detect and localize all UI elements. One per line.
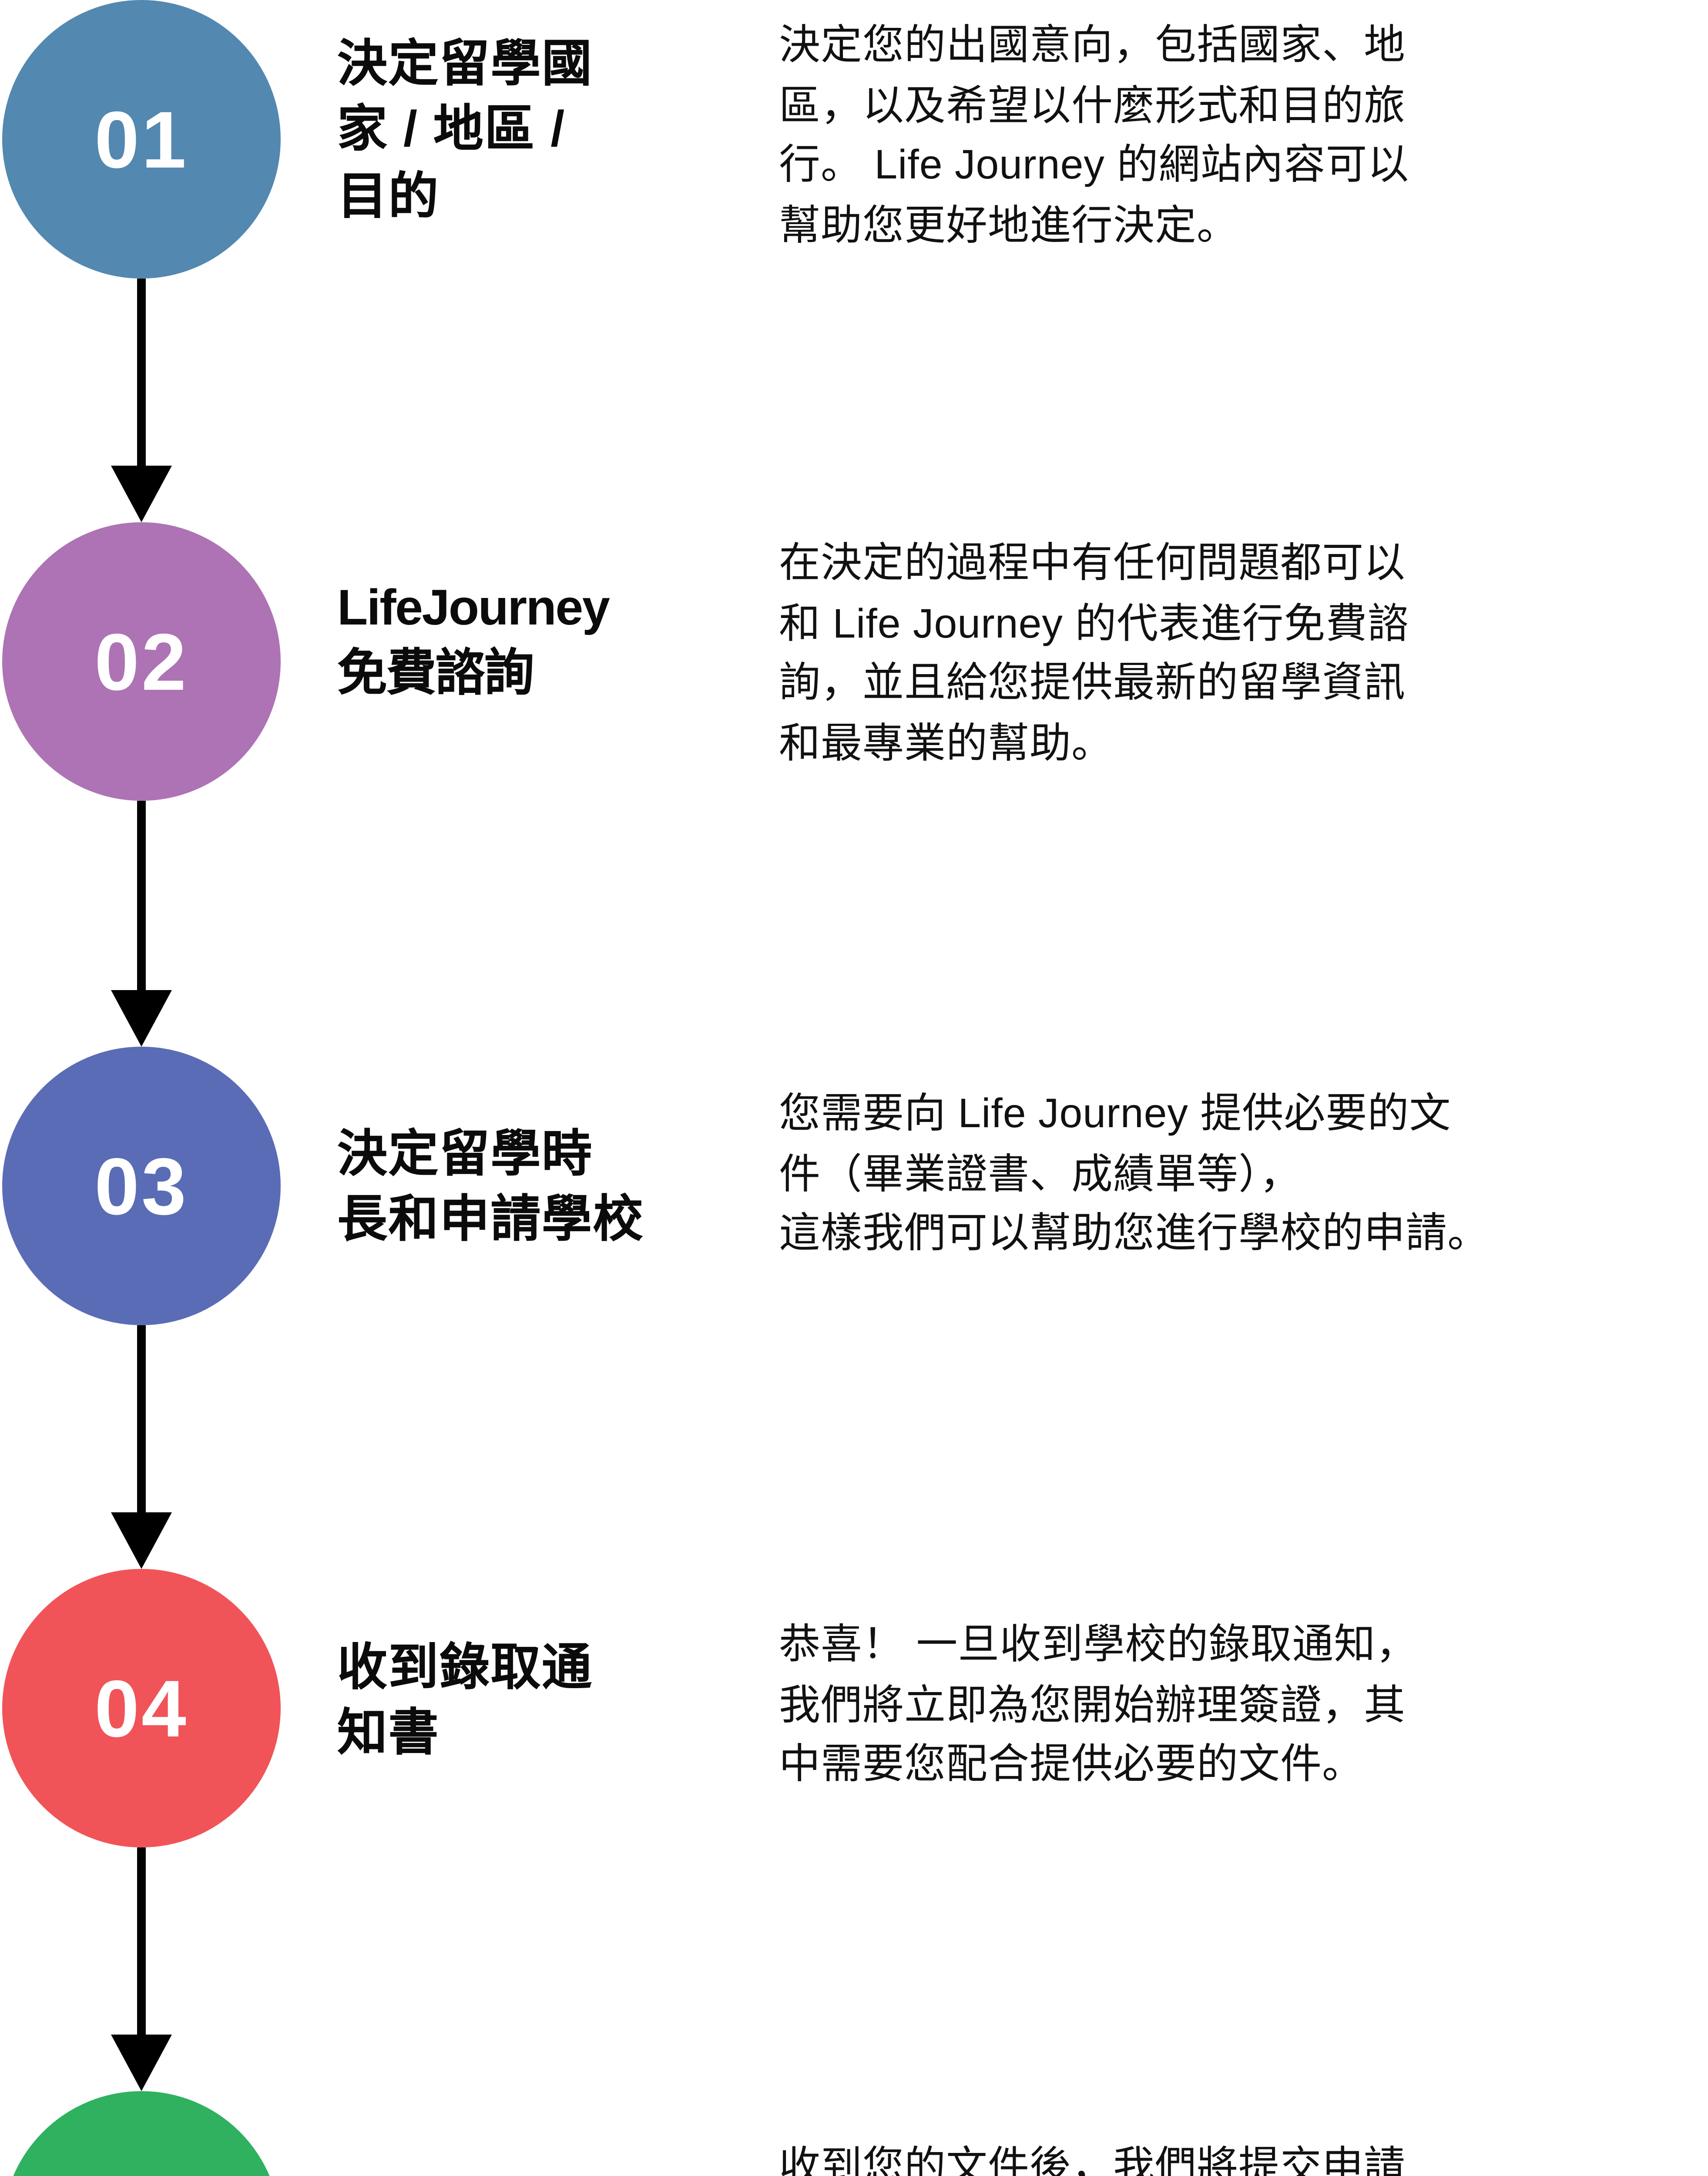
step-title-04: 收到錄取通 知書	[337, 1639, 593, 1761]
step-title-02: LifeJourney 免費諮詢	[337, 579, 610, 702]
connector-arrow-04-to-05	[111, 1847, 172, 2091]
arrow-shaft-icon	[137, 1847, 146, 2035]
connector-arrow-03-to-04	[111, 1325, 172, 1569]
step-description-02: 在決定的過程中有任何問題都可以 和 Life Journey 的代表進行免費諮 …	[779, 542, 1409, 769]
step-number-02: 02	[94, 617, 188, 706]
arrow-shaft-icon	[137, 279, 146, 466]
flow-step-05: 05 申請簽證 收到您的文件後，我們將提交申請 ，該過程需要一週到兩個月不等， …	[0, 2091, 1708, 2176]
circle-shape-02: 02	[2, 522, 281, 801]
connector-arrow-02-to-03	[111, 801, 172, 1047]
flow-step-02: 02 LifeJourney 免費諮詢 在決定的過程中有任何問題都可以 和 Li…	[0, 522, 1708, 1047]
arrow-down-icon	[111, 990, 172, 1047]
step-circle-02[interactable]: 02	[2, 522, 281, 801]
circle-shape-03: 03	[2, 1047, 281, 1325]
step-description-03: 您需要向 Life Journey 提供必要的文 件（畢業證書、成績單等）， 這…	[779, 1092, 1490, 1259]
step-circle-04[interactable]: 04	[2, 1569, 281, 1847]
connector-arrow-01-to-02	[111, 279, 172, 522]
step-description-01: 決定您的出國意向，包括國家、地 區，以及希望以什麼形式和目的旅 行。 Life …	[779, 24, 1409, 251]
step-number-03: 03	[94, 1141, 188, 1231]
flow-step-01: 01 決定留學國 家 / 地區 / 目的 決定您的出國意向，包括國家、地 區，以…	[0, 0, 1708, 522]
arrow-down-icon	[111, 2035, 172, 2091]
step-title-01: 決定留學國 家 / 地區 / 目的	[337, 35, 593, 224]
arrow-shaft-icon	[137, 801, 146, 990]
flow-step-04: 04 收到錄取通 知書 恭喜！ 一旦收到學校的錄取通知， 我們將立即為您開始辦理…	[0, 1569, 1708, 2091]
flow-step-03: 03 決定留學時 長和申請學校 您需要向 Life Journey 提供必要的文…	[0, 1047, 1708, 1569]
step-circle-01[interactable]: 01	[2, 0, 281, 279]
circle-shape-01: 01	[2, 0, 281, 279]
step-number-04: 04	[94, 1663, 188, 1753]
arrow-down-icon	[111, 466, 172, 522]
step-description-05: 收到您的文件後，我們將提交申請 ，該過程需要一週到兩個月不等， 取決於您目的地國…	[779, 2146, 1406, 2176]
arrow-down-icon	[111, 1512, 172, 1569]
step-circle-03[interactable]: 03	[2, 1047, 281, 1325]
step-title-03: 決定留學時 長和申請學校	[337, 1125, 644, 1248]
step-circle-05[interactable]: 05	[2, 2091, 281, 2176]
arrow-shaft-icon	[137, 1325, 146, 1512]
step-description-04: 恭喜！ 一旦收到學校的錄取通知， 我們將立即為您開始辦理簽證，其 中需要您配合提…	[779, 1623, 1418, 1790]
circle-shape-05: 05	[2, 2091, 281, 2176]
circle-shape-04: 04	[2, 1569, 281, 1847]
step-number-01: 01	[94, 94, 188, 184]
